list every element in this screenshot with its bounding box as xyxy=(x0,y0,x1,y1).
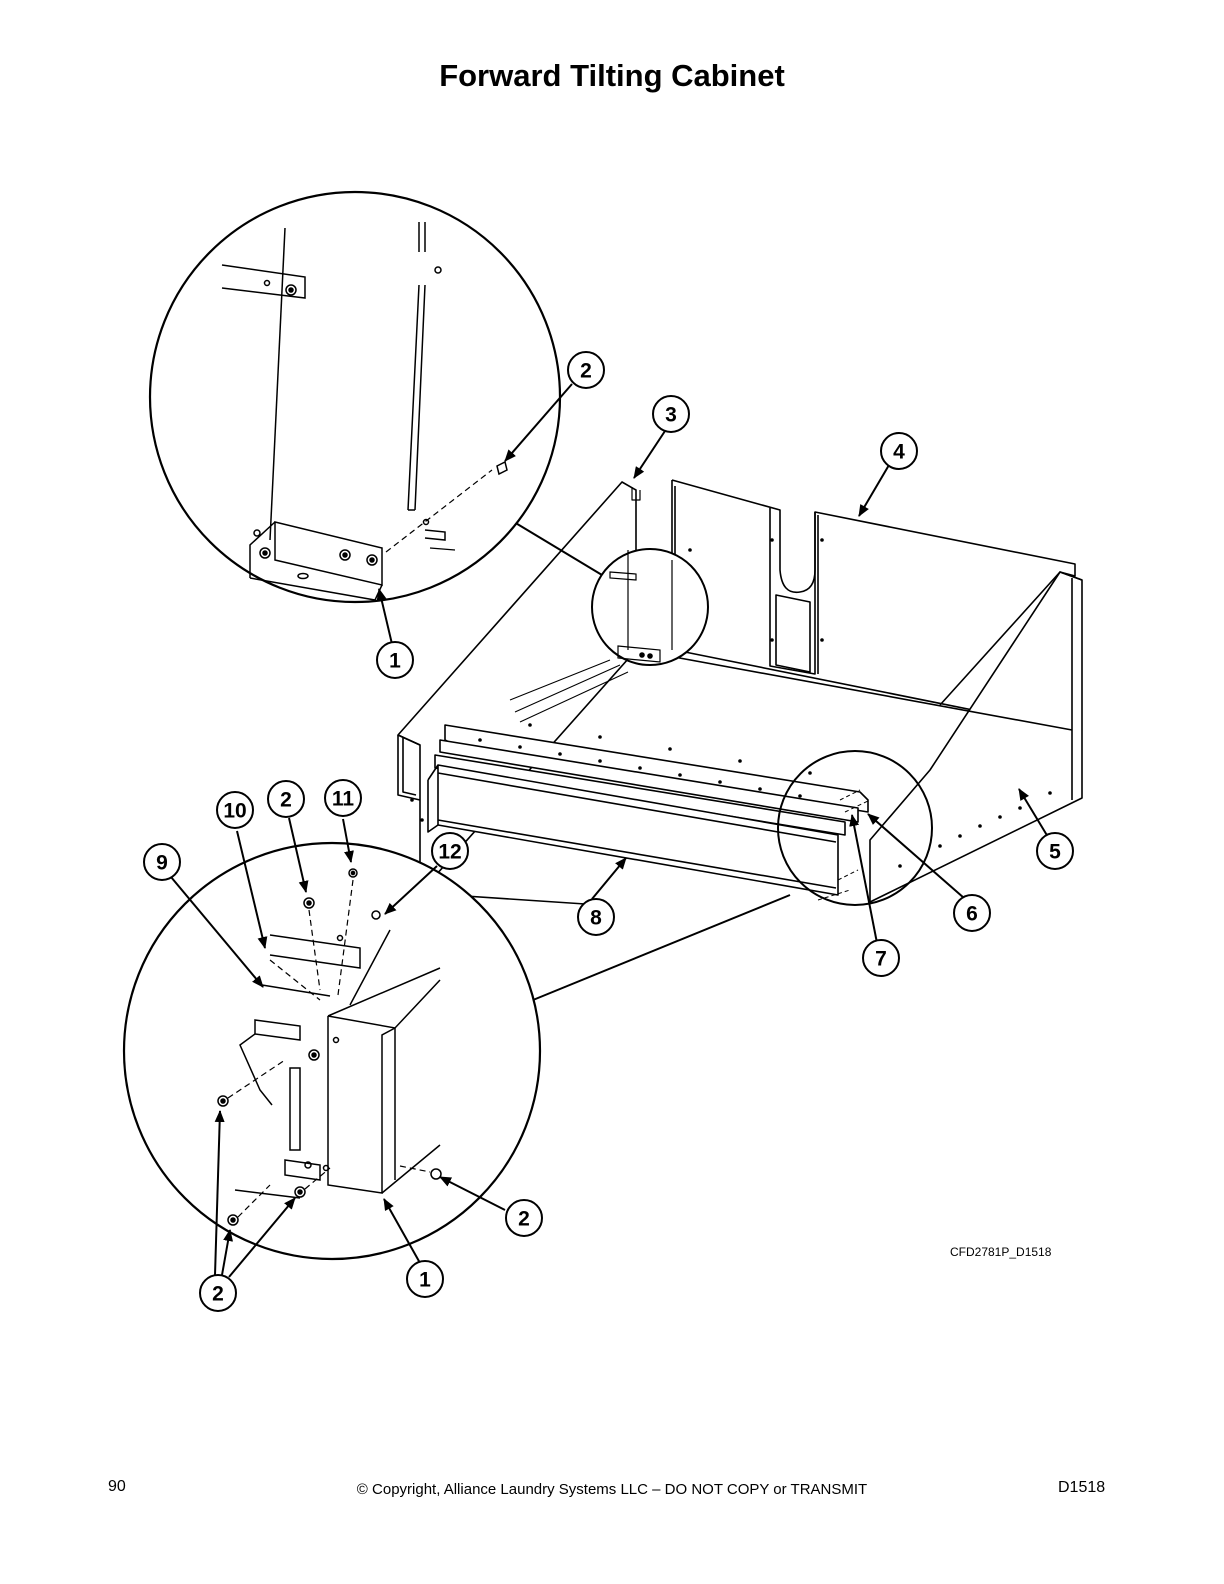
leader-lines xyxy=(170,383,1049,1278)
callout-6: 6 xyxy=(953,894,991,932)
callout-bubble xyxy=(199,1274,237,1312)
copyright-notice: © Copyright, Alliance Laundry Systems LL… xyxy=(356,1481,868,1498)
callout-bubble xyxy=(862,939,900,977)
callout-number: 1 xyxy=(419,1269,431,1292)
drawing-id: CFD2781P_D1518 xyxy=(950,1245,1052,1259)
callout-number: 2 xyxy=(518,1208,530,1231)
callout-bubble xyxy=(324,779,362,817)
callout-number: 1 xyxy=(389,650,401,673)
callout-number: 5 xyxy=(1049,841,1061,864)
callout-7: 7 xyxy=(862,939,900,977)
document-id: D1518 xyxy=(1058,1479,1106,1496)
upper-detail-connector xyxy=(513,521,603,576)
detail-circle-small-upper-content xyxy=(609,550,673,663)
callout-number: 11 xyxy=(332,788,355,811)
callout-lower-2-right: 2 xyxy=(505,1199,543,1237)
callout-3: 3 xyxy=(652,395,690,433)
callout-number: 4 xyxy=(893,441,905,464)
page-number: 90 xyxy=(108,1478,126,1495)
callout-bubble xyxy=(567,351,605,389)
callout-8: 8 xyxy=(577,898,615,936)
callout-upper-2: 2 xyxy=(567,351,605,389)
callout-lower-2-top: 2 xyxy=(267,780,305,818)
callout-number: 7 xyxy=(875,948,887,971)
callout-bubble xyxy=(143,843,181,881)
detail-circle-lower-large xyxy=(122,841,542,1261)
detail-circle-small-lower xyxy=(777,750,933,906)
callout-number: 12 xyxy=(438,841,461,864)
callout-9: 9 xyxy=(143,843,181,881)
callout-12: 12 xyxy=(431,832,469,870)
callout-bubble xyxy=(577,898,615,936)
callout-lower-1: 1 xyxy=(406,1260,444,1298)
lower-detail-dashed-paths xyxy=(227,879,431,1218)
callout-number: 9 xyxy=(156,852,168,875)
callout-upper-1: 1 xyxy=(376,641,414,679)
callout-bubble xyxy=(406,1260,444,1298)
cabinet-main-view xyxy=(397,479,1083,906)
lower-detail-connector xyxy=(532,894,791,1001)
callout-10: 10 xyxy=(216,791,254,829)
callout-bubble xyxy=(431,832,469,870)
callout-lower-2-bottom: 2 xyxy=(199,1274,237,1312)
callout-bubble xyxy=(505,1199,543,1237)
callout-bubble xyxy=(376,641,414,679)
upper-detail-drawing xyxy=(221,222,508,601)
callout-number: 2 xyxy=(212,1283,224,1306)
callout-number: 3 xyxy=(665,404,677,427)
callout-4: 4 xyxy=(880,432,918,470)
callout-bubble xyxy=(216,791,254,829)
detail-circle-upper-large xyxy=(148,190,562,604)
callout-bubble xyxy=(652,395,690,433)
callout-bubble xyxy=(267,780,305,818)
callout-number: 2 xyxy=(280,789,292,812)
callout-number: 2 xyxy=(580,360,592,383)
page-title: Forward Tilting Cabinet xyxy=(439,58,785,93)
callout-bubble xyxy=(1036,832,1074,870)
callout-number: 6 xyxy=(966,903,978,926)
callout-number: 8 xyxy=(590,907,602,930)
callout-bubble xyxy=(953,894,991,932)
detail-circle-small-upper xyxy=(591,548,709,666)
callout-number: 10 xyxy=(223,800,246,823)
callout-5: 5 xyxy=(1036,832,1074,870)
callout-11: 11 xyxy=(324,779,362,817)
callout-bubble xyxy=(880,432,918,470)
cabinet-screw-holes xyxy=(410,538,1052,868)
lower-detail-drawing xyxy=(217,868,442,1226)
